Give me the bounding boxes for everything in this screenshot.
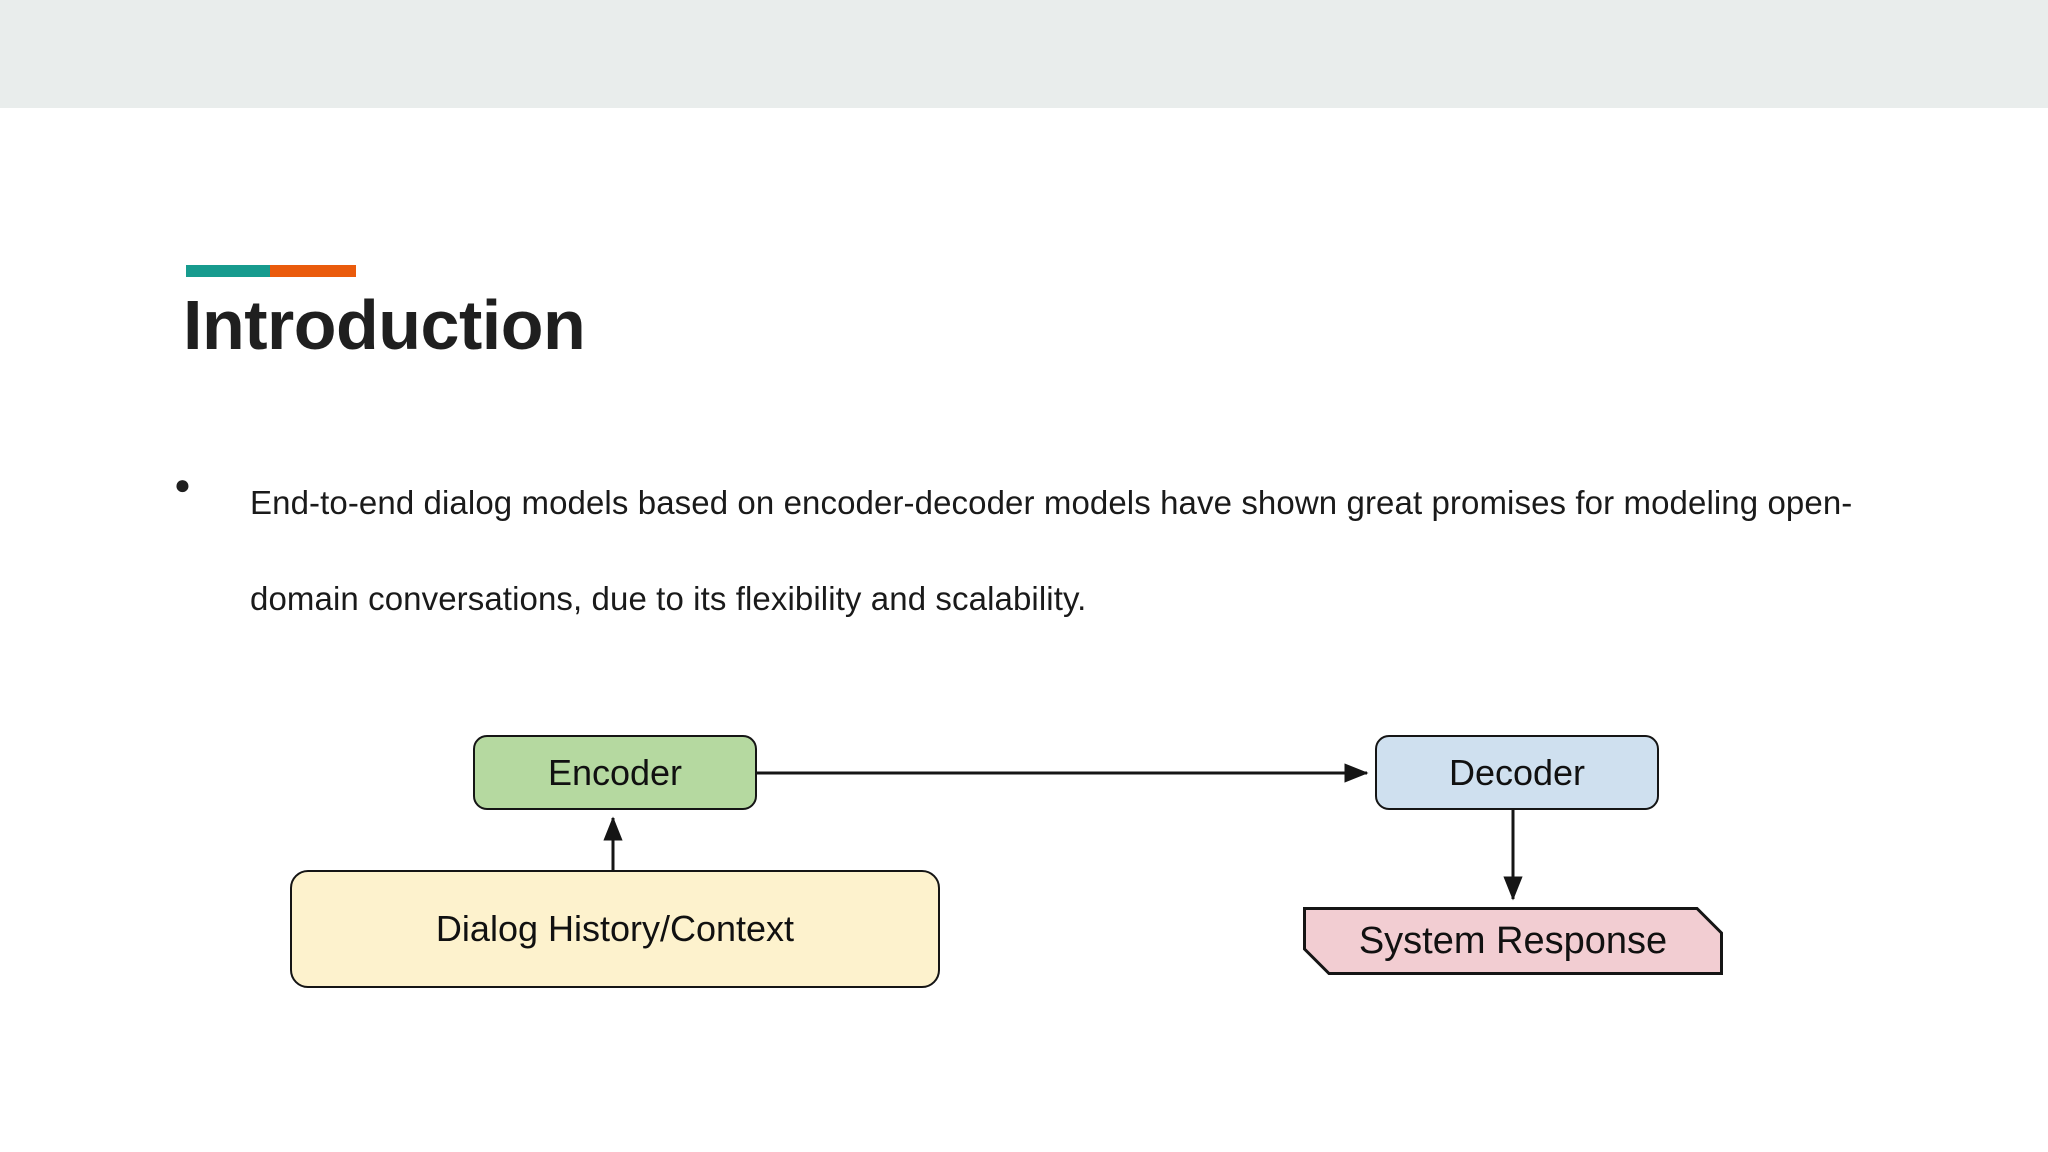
accent-bar-orange-segment [270,265,356,277]
diagram-node-dialog-history-label: Dialog History/Context [435,908,795,949]
diagram-node-decoder-label: Decoder [1448,751,1586,793]
accent-bar-teal-segment [186,265,270,277]
diagram-node-encoder-label: Encoder [547,751,683,793]
bullet-point-icon: ● [174,469,191,500]
title-accent-bar [186,265,356,277]
slide-top-band [0,0,2048,108]
diagram-node-system-response-label: System Response [1358,919,1668,962]
diagram-node-encoder[interactable]: Encoder [473,735,757,810]
diagram-arrow-layer [603,763,1523,901]
diagram-node-dialog-history[interactable]: Dialog History/Context [290,870,940,988]
bullet-list: ● End-to-end dialog models based on enco… [170,455,1870,647]
diagram-node-system-response[interactable]: System Response [1303,907,1723,975]
encoder-decoder-diagram: Encoder Decoder Dialog History/Context S… [0,700,2048,1120]
bullet-text: End-to-end dialog models based on encode… [250,484,1853,617]
page-title: Introduction [183,286,586,364]
list-item: ● End-to-end dialog models based on enco… [170,455,1870,647]
diagram-node-decoder[interactable]: Decoder [1375,735,1659,810]
